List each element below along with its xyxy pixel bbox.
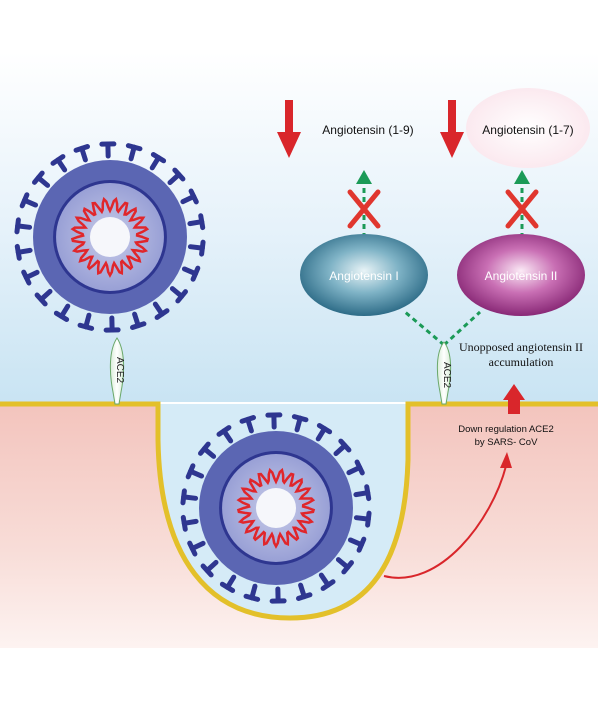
unopposed-text-line1: Unopposed angiotensin II	[459, 340, 583, 354]
downregulation-text-line2: by SARS- CoV	[475, 437, 538, 448]
angiotensin-1-9-label: Angiotensin (1-9)	[322, 123, 413, 137]
angiotensin-ii-label: Angiotensin II	[485, 269, 558, 283]
ace2-right-label: ACE2	[441, 362, 452, 389]
ace2-left-label: ACE2	[114, 357, 125, 384]
angiotensin-1-7-label: Angiotensin (1-7)	[482, 123, 573, 137]
angiotensin-i-label: Angiotensin I	[329, 269, 398, 283]
unopposed-text-line2: accumulation	[489, 355, 554, 369]
downregulation-text-line1: Down regulation ACE2	[458, 424, 554, 435]
